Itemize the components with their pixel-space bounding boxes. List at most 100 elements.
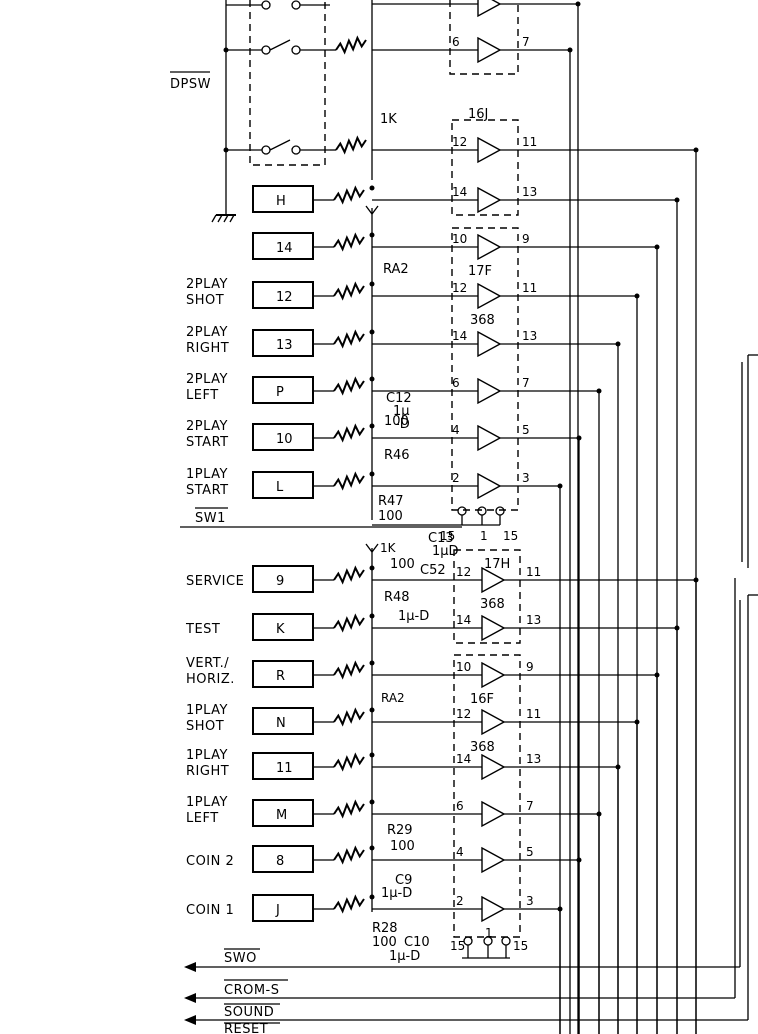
r46-label: R46 <box>384 448 410 463</box>
chip-17f-part: 368 <box>470 313 495 328</box>
buffer-b4-out-pin: 9 <box>522 232 530 246</box>
buffer-b11-in-pin: 14 <box>456 613 471 627</box>
buffer-b8-out-pin: 5 <box>522 423 530 437</box>
buffer-b11-out-pin: 13 <box>526 613 541 627</box>
buffer-b8-in-pin: 4 <box>452 423 460 437</box>
connector-bottom-5-box <box>252 799 314 827</box>
connector-top-3-pin: 13 <box>276 338 293 353</box>
en-top-mid: 1 <box>480 529 488 543</box>
r29-label: R29 <box>387 823 413 838</box>
buffer-b2: 1 2 11 <box>372 135 699 1034</box>
crom-s-label: CROM-S <box>224 983 280 998</box>
signal-top-3-l2: RIGHT <box>186 341 229 356</box>
buffer-b11: 14 13 <box>372 613 680 1034</box>
en-top-right: 15 <box>503 529 518 543</box>
buffer-b14: 14 13 <box>372 752 621 1034</box>
signal-bottom-3-l1: 1PLAY <box>186 703 228 718</box>
r1k-top-label: 1K <box>380 112 397 127</box>
buffer-b16-out-pin: 5 <box>526 845 534 859</box>
connector-top-0-box <box>252 185 314 213</box>
connector-bottom-4-pin: 11 <box>276 761 293 776</box>
signal-bottom-4-l2: RIGHT <box>186 764 229 779</box>
signal-bottom-0: SERVICE <box>186 574 244 589</box>
buffer-b15-in-pin: 6 <box>456 799 464 813</box>
connector-top-2-pin: 12 <box>276 290 293 305</box>
signal-top-6-l1: 1PLAY <box>186 467 228 482</box>
signal-bottom-2-l2: HORIZ. <box>186 672 235 687</box>
signal-top-6-l2: START <box>186 483 229 498</box>
buffer-b14-in-pin: 14 <box>456 752 471 766</box>
r48-value: 1μ-D <box>398 609 429 624</box>
connector-top-1-box <box>252 232 314 260</box>
bus-signals: SW1 SWO CROM-S SOUND RESET <box>180 354 758 1034</box>
signal-bottom-3-l2: SHOT <box>186 719 224 734</box>
top-input-row-0: H <box>252 185 375 213</box>
signal-top-4-l1: 2PLAY <box>186 372 228 387</box>
c10-value: 1μ-D <box>389 949 420 964</box>
signal-bottom-5-l2: LEFT <box>186 811 219 826</box>
en-bot-right: 15 <box>513 939 528 953</box>
buffer-b12-in-pin: 10 <box>456 660 471 674</box>
pullup-bus-top: 1K RA2 <box>365 0 409 520</box>
en-top-left: 15 <box>440 529 455 543</box>
buffer-b4: 10 9 <box>372 232 660 1034</box>
buffer-b7-in-pin: 6 <box>452 376 460 390</box>
connector-bottom-5-pin: M <box>276 808 287 823</box>
chip-17f-label: 17F <box>468 264 492 279</box>
en-bot-mid: 1 <box>485 926 493 940</box>
connector-bottom-1-box <box>252 613 314 641</box>
r28-value: 100 <box>372 935 397 950</box>
connector-bottom-4-box <box>252 752 314 780</box>
buffer-b6-out-pin: 13 <box>522 329 537 343</box>
signal-top-2-l1: 2PLAY <box>186 277 228 292</box>
r29-value: 100 <box>390 839 415 854</box>
signal-bottom-6: COIN 2 <box>186 854 234 869</box>
connector-bottom-6-pin: 8 <box>276 854 284 869</box>
signal-top-5-l1: 2PLAY <box>186 419 228 434</box>
sound-label: SOUND <box>224 1005 274 1020</box>
r48-label: R48 <box>384 590 410 605</box>
buffer-b9-out-pin: 3 <box>522 471 530 485</box>
connector-bottom-3-box <box>252 707 314 735</box>
connector-bottom-2-box <box>252 660 314 688</box>
signal-top-5-l2: START <box>186 435 229 450</box>
c13-value: 1μD <box>432 544 459 559</box>
chip-outlines: 16J 17F 368 17H 368 16F 368 <box>449 0 521 938</box>
chip-16f-part: 368 <box>470 740 495 755</box>
buffer-b13: 1 2 11 <box>372 707 640 1034</box>
buffer-b5: 1 2 11 <box>372 281 640 1034</box>
connector-top-2-box <box>252 281 314 309</box>
chip-16f-label: 16F <box>470 692 494 707</box>
buffer-b9-in-pin: 2 <box>452 471 460 485</box>
chip-16j-label: 16J <box>468 107 488 122</box>
r28-label: R28 <box>372 921 398 936</box>
buffer-b3-in-pin: 14 <box>452 185 467 199</box>
chip-17h-part: 368 <box>480 597 505 612</box>
connector-bottom-7-pin: J <box>275 903 280 918</box>
connector-top-4-box <box>252 376 314 404</box>
dip-row-0 <box>372 0 581 1034</box>
signal-bottom-4-l1: 1PLAY <box>186 748 228 763</box>
buffer-b13-out-pin: 11 <box>526 707 541 721</box>
connector-bottom-2-pin: R <box>276 669 285 684</box>
en-bot-left: 15 <box>450 939 465 953</box>
dip-switch-block: DPSW <box>170 0 330 223</box>
connector-top-0-pin: H <box>276 194 286 209</box>
connector-top-6-pin: L <box>276 480 284 495</box>
buffer-b17-in-pin: 2 <box>456 894 464 908</box>
signal-top-3-l1: 2PLAY <box>186 325 228 340</box>
buffer-b14-out-pin: 13 <box>526 752 541 766</box>
connector-top-4-pin: P <box>276 385 284 400</box>
